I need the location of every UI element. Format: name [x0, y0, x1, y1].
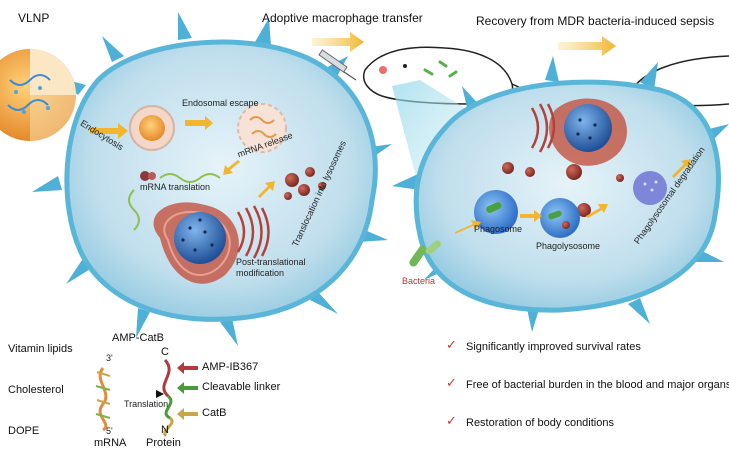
amp-catb-label: AMP-CatB [112, 332, 164, 344]
transfer-arrow [312, 32, 364, 52]
c-terminus-label: C [161, 346, 169, 358]
vlnp-label: VLNP [18, 11, 50, 25]
benefit-item: Significantly improved survival rates [466, 341, 641, 353]
vlnp-sphere [0, 49, 76, 141]
protein-label: Protein [146, 437, 181, 449]
right-macrophage [392, 56, 729, 332]
check-icon: ✓ [446, 376, 457, 391]
bacteria-label: Bacteria [402, 276, 436, 286]
left-macrophage [32, 12, 392, 346]
recovery-label: Recovery from MDR bacteria-induced sepsi… [476, 14, 715, 28]
phagosome-label: Phagosome [474, 224, 523, 234]
five-prime-label: 5' [106, 426, 113, 436]
mrna-label: mRNA [94, 437, 127, 449]
mrna-strand [95, 367, 111, 432]
syringe-icon [318, 49, 357, 81]
cholesterol-label: Cholesterol [8, 384, 64, 396]
catb-label: CatB [202, 407, 227, 419]
phagolysosome-label: Phagolysosome [536, 241, 601, 251]
recovery-arrow [558, 36, 616, 56]
vitamin-lipids-label: Vitamin lipids [8, 343, 73, 355]
bacteria-icon [409, 240, 442, 267]
translation-label: Translation [124, 399, 169, 409]
benefit-item: Restoration of body conditions [466, 417, 614, 429]
translation-arrow [122, 390, 164, 398]
amp-ib367-label: AMP-IB367 [202, 361, 259, 373]
endosomal-escape-label: Endosomal escape [182, 98, 259, 108]
mrna-translation-label: mRNA translation [140, 182, 211, 192]
benefit-item: Free of bacterial burden in the blood an… [466, 379, 729, 391]
adoptive-transfer-label: Adoptive macrophage transfer [262, 11, 423, 25]
post-translational-label: Post-translational modification [236, 257, 306, 278]
cleavable-linker-label: Cleavable linker [202, 381, 281, 393]
protein-strand [162, 358, 174, 438]
check-icon: ✓ [446, 338, 457, 353]
legend-pointer-arrows [177, 362, 198, 420]
three-prime-label: 3' [106, 353, 113, 363]
check-icon: ✓ [446, 414, 457, 429]
n-terminus-label: N [161, 424, 169, 436]
dope-label: DOPE [8, 425, 40, 437]
